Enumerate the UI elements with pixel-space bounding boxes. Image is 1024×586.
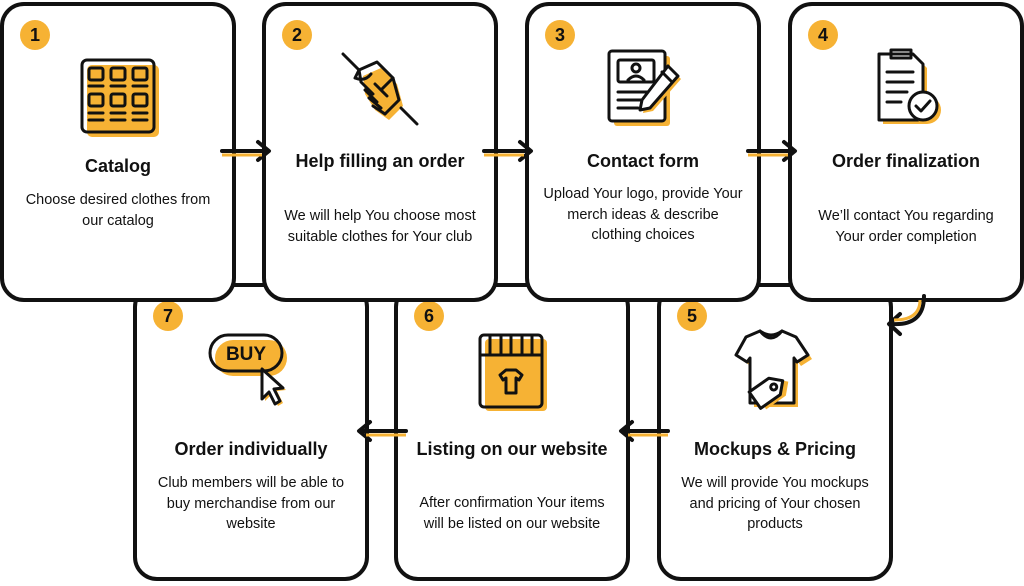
- buy-button-icon: BUY: [208, 333, 287, 406]
- catalog-grid-icon: [80, 58, 159, 137]
- step-title: Mockups & Pricing: [693, 439, 857, 459]
- step-number-badge: 5: [677, 301, 707, 331]
- step-card-3: 3 Contact form Upload Your logo, provide…: [525, 2, 761, 302]
- arrow-right-icon: [746, 140, 797, 162]
- step-card-4: 4 Order finalization We’ll contact You r…: [788, 2, 1024, 302]
- buy-icon-text: BUY: [226, 344, 266, 365]
- storefront-shirt-icon: [478, 333, 547, 411]
- step-description: We will provide You mockups and pricing …: [681, 475, 869, 532]
- shirt-price-tag-icon: [734, 329, 812, 410]
- step-title: Listing on our website: [416, 439, 608, 459]
- step-description: Upload Your logo, provide Your merch ide…: [543, 186, 743, 243]
- step-title: Catalog: [84, 156, 151, 176]
- step-card-7: 7 BUY Order individually Club members wi…: [133, 283, 369, 581]
- step-title: Order individually: [174, 439, 328, 459]
- step-card-2: 2 Help filling an order We will help You…: [262, 2, 498, 302]
- step-title: Order finalization: [831, 151, 981, 171]
- step-card-6: 6 Listing on our website After confirmat…: [394, 283, 630, 581]
- step-number-badge: 1: [20, 20, 50, 50]
- step-title: Help filling an order: [295, 151, 465, 171]
- step-number-badge: 2: [282, 20, 312, 50]
- handshake-icon: [341, 52, 419, 126]
- step-description: Club members will be able to buy merchan…: [157, 475, 345, 532]
- arrow-left-icon: [619, 420, 670, 442]
- step-description: We will help You choose most suitable cl…: [284, 208, 476, 245]
- step-number-badge: 6: [414, 301, 444, 331]
- document-check-icon: [877, 48, 941, 124]
- step-card-5: 5 Mockups & Pricing We will provide You …: [657, 283, 893, 581]
- step-card-1: 1 Catalog Choose desired clothes from ou…: [0, 2, 236, 302]
- step-description: Choose desired clothes from our catalog: [25, 192, 211, 229]
- step-title: Contact form: [587, 151, 699, 171]
- form-pencil-icon: [607, 49, 681, 126]
- step-description: After confirmation Your items will be li…: [419, 495, 605, 532]
- arrow-curve-down-left-icon: [887, 294, 926, 336]
- step-number-badge: 4: [808, 20, 838, 50]
- step-number-badge: 7: [153, 301, 183, 331]
- arrow-right-icon: [220, 140, 271, 162]
- step-description: We’ll contact You regarding Your order c…: [818, 208, 994, 245]
- arrow-right-icon: [482, 140, 533, 162]
- arrow-left-icon: [357, 420, 408, 442]
- step-number-badge: 3: [545, 20, 575, 50]
